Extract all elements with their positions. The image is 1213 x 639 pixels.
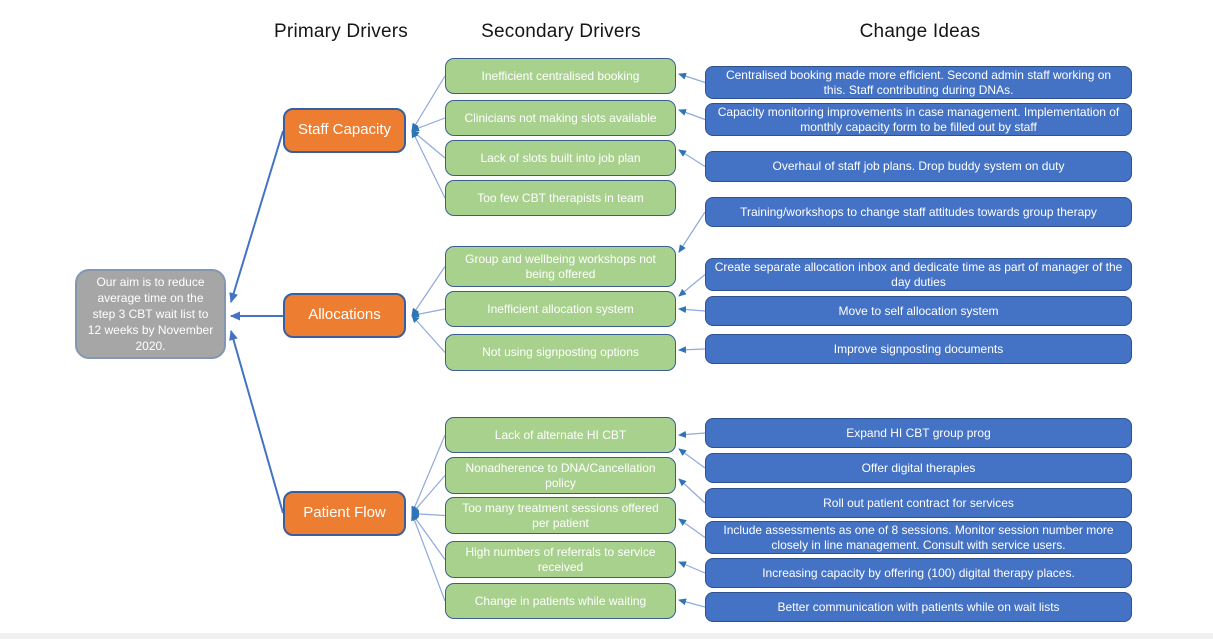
primary-driver-box: Patient Flow bbox=[283, 491, 406, 536]
column-header-change-ideas: Change Ideas bbox=[859, 21, 981, 42]
secondary-driver-box: Inefficient centralised booking bbox=[445, 58, 676, 94]
secondary-driver-box: Inefficient allocation system bbox=[445, 291, 676, 327]
primary-driver-box: Allocations bbox=[283, 293, 406, 338]
secondary-driver-box: Not using signposting options bbox=[445, 334, 676, 371]
connector-secondary-to-primary bbox=[411, 129, 446, 199]
change-idea-box-label: Expand HI CBT group prog bbox=[846, 425, 991, 440]
change-idea-box-label: Better communication with patients while… bbox=[777, 599, 1060, 614]
change-idea-box: Better communication with patients while… bbox=[705, 592, 1132, 622]
change-idea-box: Training/workshops to change staff attit… bbox=[705, 197, 1132, 227]
connector-secondary-to-primary bbox=[411, 475, 446, 515]
change-idea-box-label: Increasing capacity by offering (100) di… bbox=[762, 565, 1075, 580]
connector-secondary-to-primary bbox=[411, 314, 446, 353]
connector-secondary-to-primary bbox=[411, 308, 446, 318]
change-idea-box: Overhaul of staff job plans. Drop buddy … bbox=[705, 151, 1132, 182]
change-idea-box-label: Create separate allocation inbox and ded… bbox=[714, 259, 1123, 289]
secondary-driver-box-label: Not using signposting options bbox=[482, 345, 639, 359]
secondary-driver-box: High numbers of referrals to service rec… bbox=[445, 541, 676, 578]
change-idea-box-label: Move to self allocation system bbox=[838, 303, 999, 318]
connector-secondary-to-primary bbox=[411, 129, 446, 159]
connector-idea-to-secondary bbox=[678, 109, 706, 121]
change-idea-box-label: Overhaul of staff job plans. Drop buddy … bbox=[772, 159, 1065, 173]
secondary-driver-box-label: Nonadherence to DNA/Cancellation policy bbox=[465, 460, 656, 490]
change-idea-box: Increasing capacity by offering (100) di… bbox=[705, 558, 1132, 588]
primary-driver-box: Staff Capacity bbox=[283, 108, 406, 153]
connector-secondary-to-primary bbox=[411, 75, 446, 132]
secondary-driver-box: Lack of slots built into job plan bbox=[445, 140, 676, 176]
change-idea-box: Centralised booking made more efficient.… bbox=[705, 66, 1132, 99]
change-idea-box-label: Capacity monitoring improvements in case… bbox=[717, 104, 1120, 134]
change-idea-box: Roll out patient contract for services bbox=[705, 488, 1132, 518]
secondary-driver-box-label: Too many treatment sessions offered per … bbox=[462, 500, 659, 530]
secondary-driver-box: Lack of alternate HI CBT bbox=[445, 417, 676, 453]
connector-idea-to-secondary bbox=[678, 561, 706, 574]
change-idea-box: Offer digital therapies bbox=[705, 453, 1132, 483]
secondary-driver-box-label: Clinicians not making slots available bbox=[464, 110, 657, 125]
change-idea-box-label: Roll out patient contract for services bbox=[823, 495, 1014, 510]
connector-secondary-to-primary bbox=[411, 266, 446, 317]
secondary-driver-box: Too many treatment sessions offered per … bbox=[445, 497, 676, 534]
connector-primary-to-aim bbox=[229, 330, 284, 514]
change-idea-box: Move to self allocation system bbox=[705, 296, 1132, 326]
aim-text: Our aim is to reduce average time on the… bbox=[87, 274, 214, 354]
connector-idea-to-secondary bbox=[678, 149, 706, 168]
secondary-driver-box-label: Too few CBT therapists in team bbox=[477, 190, 644, 205]
connector-idea-to-secondary bbox=[678, 430, 706, 438]
secondary-driver-box-label: Inefficient allocation system bbox=[487, 301, 634, 316]
secondary-driver-box: Nonadherence to DNA/Cancellation policy bbox=[445, 457, 676, 494]
primary-driver-box-label: Patient Flow bbox=[303, 504, 386, 522]
connector-idea-to-secondary bbox=[678, 518, 706, 538]
secondary-driver-box-label: Change in patients while waiting bbox=[474, 593, 647, 608]
secondary-driver-box: Clinicians not making slots available bbox=[445, 100, 676, 136]
connector-secondary-to-primary bbox=[411, 510, 446, 518]
aim-box: Our aim is to reduce average time on the… bbox=[75, 269, 226, 359]
secondary-driver-box-label: Inefficient centralised booking bbox=[481, 68, 640, 83]
change-idea-box-label: Training/workshops to change staff attit… bbox=[740, 204, 1097, 219]
change-idea-box-label: Offer digital therapies bbox=[861, 460, 976, 475]
connector-secondary-to-primary bbox=[411, 434, 446, 515]
connector-idea-to-secondary bbox=[678, 274, 706, 297]
connector-idea-to-secondary bbox=[678, 448, 706, 469]
connector-secondary-to-primary bbox=[411, 512, 446, 560]
connector-idea-to-secondary bbox=[678, 346, 706, 354]
change-idea-box-label: Centralised booking made more efficient.… bbox=[725, 67, 1112, 97]
secondary-driver-box-label: Group and wellbeing workshops not being … bbox=[465, 251, 656, 281]
connector-idea-to-secondary bbox=[678, 598, 706, 608]
secondary-driver-box-label: High numbers of referrals to service rec… bbox=[465, 544, 656, 574]
change-idea-box-label: Include assessments as one of 8 sessions… bbox=[723, 522, 1114, 552]
connector-idea-to-secondary bbox=[678, 72, 706, 84]
primary-driver-box-label: Staff Capacity bbox=[297, 121, 392, 139]
bottom-edge-strip bbox=[0, 633, 1213, 639]
change-idea-box: Include assessments as one of 8 sessions… bbox=[705, 521, 1132, 554]
secondary-driver-box: Too few CBT therapists in team bbox=[445, 180, 676, 216]
connector-secondary-to-primary bbox=[411, 117, 446, 132]
secondary-driver-box: Group and wellbeing workshops not being … bbox=[445, 246, 676, 287]
change-idea-box: Improve signposting documents bbox=[705, 334, 1132, 364]
column-header-secondary-drivers: Secondary Drivers bbox=[481, 21, 641, 42]
column-header-primary-drivers: Primary Drivers bbox=[274, 21, 408, 42]
secondary-driver-box-label: Lack of slots built into job plan bbox=[480, 150, 641, 165]
connector-secondary-to-primary bbox=[411, 512, 446, 602]
secondary-driver-box: Change in patients while waiting bbox=[445, 583, 676, 619]
connector-idea-to-secondary bbox=[678, 211, 706, 253]
secondary-driver-box-label: Lack of alternate HI CBT bbox=[494, 427, 627, 442]
primary-driver-box-label: Allocations bbox=[308, 306, 381, 324]
connector-idea-to-secondary bbox=[678, 478, 706, 504]
connector-idea-to-secondary bbox=[678, 306, 706, 314]
change-idea-box: Create separate allocation inbox and ded… bbox=[705, 258, 1132, 291]
change-idea-box: Expand HI CBT group prog bbox=[705, 418, 1132, 448]
connector-primary-to-aim bbox=[229, 130, 284, 303]
change-idea-box: Capacity monitoring improvements in case… bbox=[705, 103, 1132, 136]
change-idea-box-label: Improve signposting documents bbox=[833, 341, 1004, 356]
